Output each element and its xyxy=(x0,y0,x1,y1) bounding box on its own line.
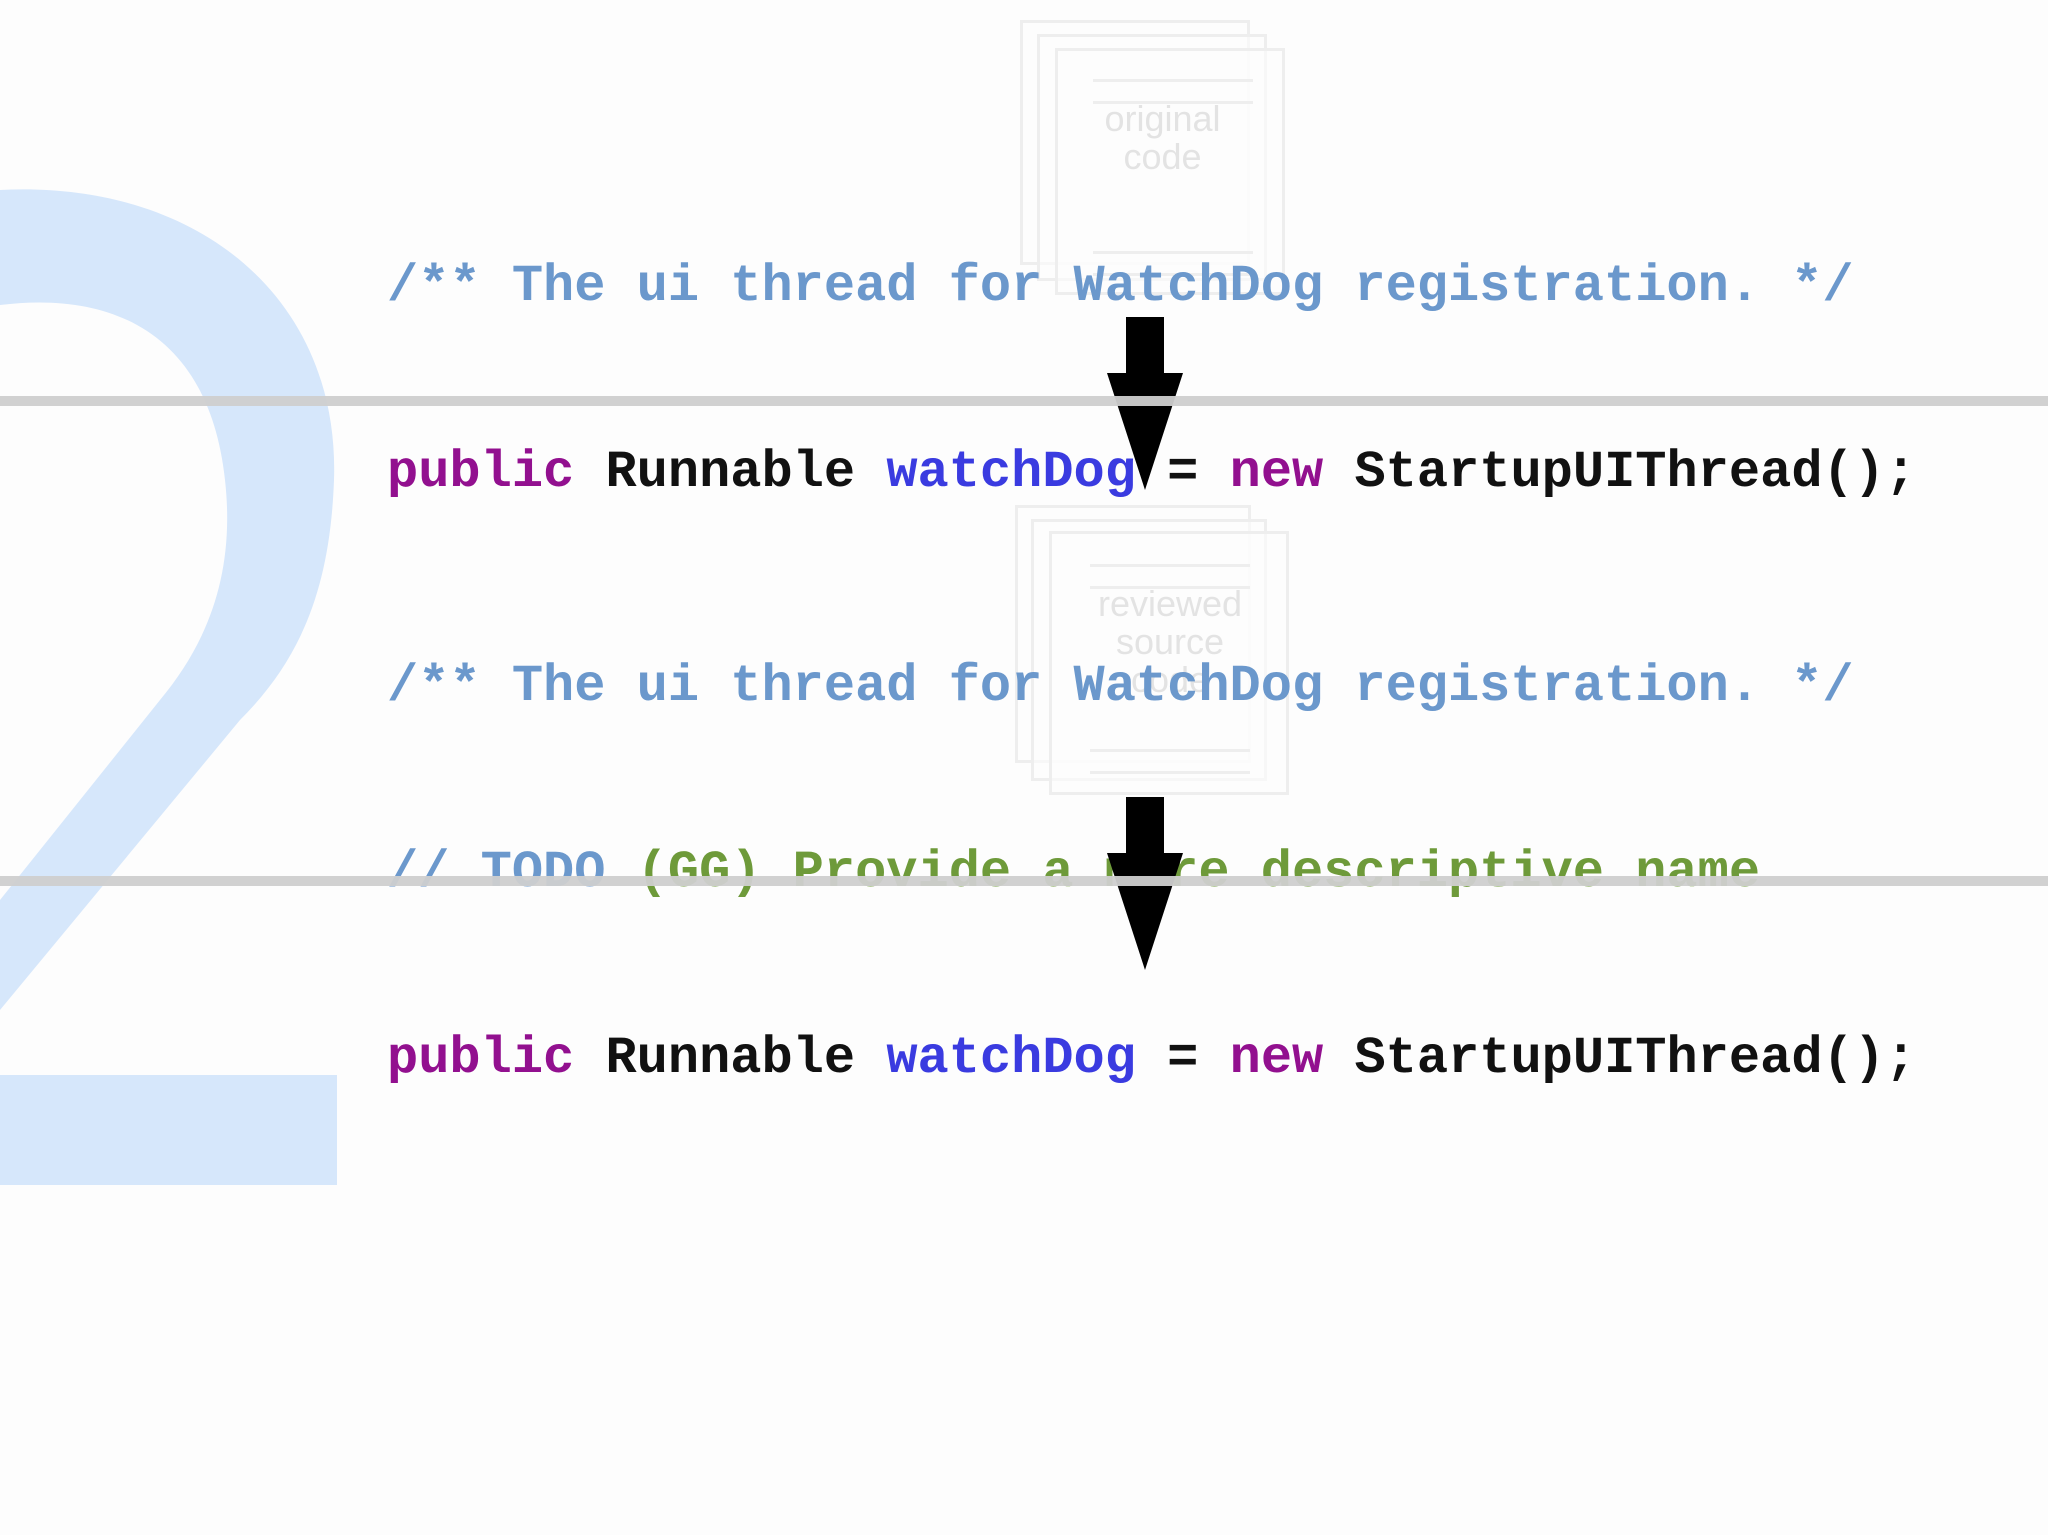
original-code-block: /** The ui thread for WatchDog registrat… xyxy=(387,132,1916,566)
code-comment: /** The ui thread for WatchDog registrat… xyxy=(387,257,1854,316)
assign-operator: = xyxy=(1167,1029,1199,1088)
todo-comment: // TODO (GG) Provide a more descriptive … xyxy=(387,842,1916,904)
type-name: Runnable xyxy=(605,1029,856,1088)
keyword-new: new xyxy=(1229,443,1324,502)
code-comment: /** The ui thread for WatchDog registrat… xyxy=(387,657,1854,716)
type-name: Runnable xyxy=(605,443,856,502)
field-name: watchDog xyxy=(886,443,1136,502)
code-statement: public Runnable watchDog = new StartupUI… xyxy=(387,1028,1916,1090)
todo-text: (GG) Provide a more descriptive name xyxy=(636,843,1761,902)
todo-marker: // TODO xyxy=(387,843,606,902)
document-label: original code xyxy=(1104,98,1221,177)
constructor-call: StartupUIThread(); xyxy=(1354,1029,1917,1088)
keyword-public: public xyxy=(387,443,575,502)
reviewed-code-block: /** The ui thread for WatchDog registrat… xyxy=(387,532,1916,1152)
stage-divider xyxy=(0,876,2048,886)
document-stack-icon: original code xyxy=(1020,20,1285,295)
field-name: watchDog xyxy=(886,1029,1136,1088)
keyword-public: public xyxy=(387,1029,575,1088)
constructor-call: StartupUIThread(); xyxy=(1354,443,1917,502)
document-stack-icon: reviewed source code xyxy=(1015,505,1290,795)
stage-divider xyxy=(0,396,2048,406)
assign-operator: = xyxy=(1167,443,1199,502)
keyword-new: new xyxy=(1229,1029,1324,1088)
code-statement: public Runnable watchDog = new StartupUI… xyxy=(387,442,1916,504)
document-label: reviewed source code xyxy=(1097,583,1243,700)
